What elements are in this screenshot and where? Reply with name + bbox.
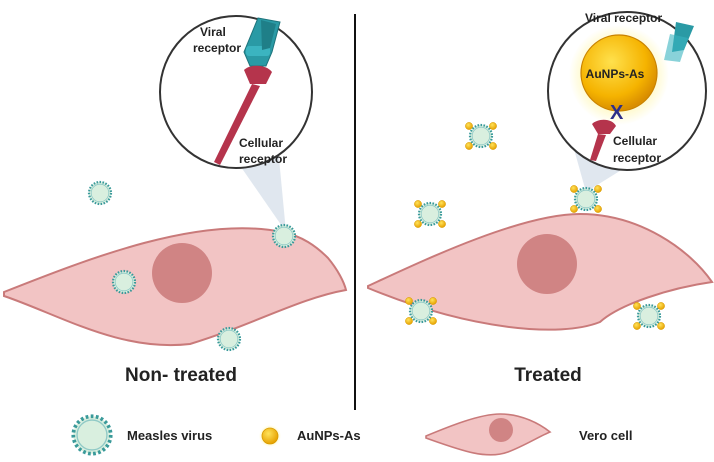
treated-measles-virus xyxy=(405,297,436,324)
legend-nanoparticle: AuNPs-As xyxy=(259,425,361,447)
treated-measles-virus xyxy=(633,302,664,329)
legend-cell-label: Vero cell xyxy=(579,428,632,443)
panel-title-treated: Treated xyxy=(514,365,582,386)
measles-virus xyxy=(87,180,113,206)
measles-virus xyxy=(111,269,137,295)
legend-nanoparticle-label: AuNPs-As xyxy=(297,428,361,443)
measles-virus xyxy=(271,223,297,249)
gold-nanoparticle-icon xyxy=(261,427,279,445)
legend-virus-label: Measles virus xyxy=(127,428,212,443)
nanoparticle-label: AuNPs-As xyxy=(586,67,645,81)
measles-virus-icon xyxy=(71,414,113,456)
measles-virus xyxy=(216,326,242,352)
zoom-circle xyxy=(159,15,313,169)
vero-cell-icon xyxy=(425,413,552,456)
treated-measles-virus xyxy=(570,185,601,212)
cellular-receptor-label: Cellular receptor xyxy=(239,136,287,166)
left-panel: Viral receptor Cellular receptor Non- tr… xyxy=(3,15,348,386)
cellular-receptor-label: Cellular receptor xyxy=(613,134,661,165)
legend-cell: Vero cell xyxy=(425,413,632,456)
right-panel: AuNPs-As Viral receptor X Cellular recep… xyxy=(367,11,714,386)
viral-receptor-label: Viral receptor xyxy=(193,25,241,55)
blocked-x-icon: X xyxy=(610,102,624,124)
gold-nanoparticle-icon xyxy=(580,34,658,112)
viral-receptor-label: Viral receptor xyxy=(585,11,662,25)
viral-receptor-icon xyxy=(243,17,281,67)
cell-nucleus xyxy=(489,418,513,442)
cellular-receptor-icon xyxy=(590,119,616,161)
viral-receptor-icon xyxy=(664,22,694,62)
panel-title-non-treated: Non- treated xyxy=(125,365,237,386)
cell-nucleus xyxy=(517,234,577,294)
legend-virus: Measles virus xyxy=(71,414,212,456)
cellular-receptor-icon xyxy=(214,65,272,165)
treated-measles-virus xyxy=(465,122,496,149)
legend: Measles virus AuNPs-As Vero cell xyxy=(71,413,632,456)
cell-nucleus xyxy=(152,243,212,303)
treated-measles-virus xyxy=(414,200,445,227)
